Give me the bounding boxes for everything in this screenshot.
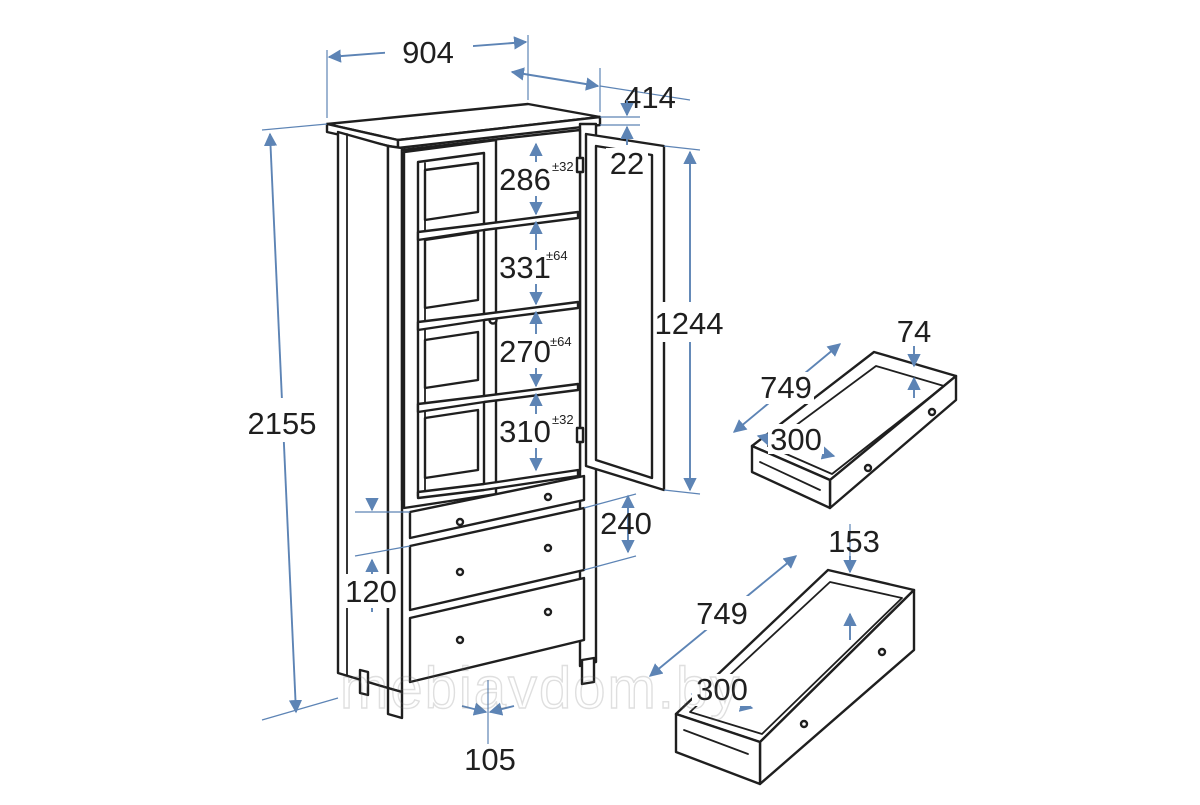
width-label: 904 bbox=[402, 35, 454, 70]
large-drawer-length-bg bbox=[694, 596, 750, 630]
watermark: mebiavdom.by bbox=[340, 656, 741, 721]
door-height-extension-bottom bbox=[663, 489, 701, 495]
small-drawer-knob-2 bbox=[927, 407, 937, 417]
gap-extension-bottom bbox=[354, 545, 411, 557]
gap-label-bg bbox=[346, 574, 396, 608]
shelf-spacing-4-bg bbox=[500, 414, 552, 448]
drawer-bottom bbox=[408, 576, 586, 684]
drawer-front-label: 240 bbox=[600, 506, 652, 541]
width-label-bg bbox=[385, 32, 473, 68]
leg-arrow-left bbox=[488, 702, 515, 716]
drawer-front-extension-bottom bbox=[583, 555, 637, 571]
small-drawer-width-label: 300 bbox=[770, 422, 822, 457]
shelf-spacing-2-value: 331 bbox=[499, 250, 551, 285]
shelf-spacing-3-bg bbox=[500, 334, 552, 368]
large-drawer-runner bbox=[683, 729, 749, 755]
small-drawer: 749 300 74 bbox=[732, 314, 958, 510]
interior-bay-3 bbox=[423, 330, 480, 390]
shelf-spacing-2-tolerance: ±64 bbox=[546, 248, 568, 263]
small-drawer-height-label: 74 bbox=[897, 314, 931, 349]
shelf-spacing-1-tolerance: ±32 bbox=[552, 159, 574, 174]
shelf-bottom bbox=[416, 468, 580, 500]
cabinet-dimensions: 904 414 22 2155 1244 286 ±32 331 ±64 bbox=[240, 32, 724, 777]
large-drawer-knob-2 bbox=[877, 647, 887, 657]
interior-bay-4 bbox=[423, 408, 480, 480]
right-door-glass-pane bbox=[594, 144, 654, 480]
shelf-1 bbox=[416, 210, 580, 242]
large-drawer-width-bg bbox=[692, 674, 750, 706]
shelf-3 bbox=[416, 382, 580, 414]
small-drawer-length-bg bbox=[758, 372, 814, 404]
leg-label: 105 bbox=[464, 742, 516, 777]
large-drawer-knob-1 bbox=[799, 719, 809, 729]
small-drawer-runner bbox=[759, 461, 821, 491]
drawer-bottom-knob-right bbox=[543, 607, 553, 617]
depth-label: 414 bbox=[624, 80, 676, 115]
door-height-label: 1244 bbox=[655, 306, 724, 341]
large-drawer-side bbox=[674, 712, 762, 786]
leg-back-left bbox=[358, 668, 370, 697]
shelf-spacing-3-value: 270 bbox=[499, 334, 551, 369]
door-height-extension-top bbox=[663, 145, 701, 151]
leg-front-left bbox=[386, 686, 404, 720]
large-drawer: 749 300 153 bbox=[648, 524, 916, 786]
large-drawer-height-label: 153 bbox=[828, 524, 880, 559]
shelf-2 bbox=[416, 300, 580, 332]
depth-dimension-line bbox=[510, 67, 600, 91]
small-drawer-knob-1 bbox=[863, 463, 873, 473]
shelf-spacing-3-tolerance: ±64 bbox=[550, 334, 572, 349]
drawer-top-knob-right bbox=[543, 492, 553, 502]
drawer-top bbox=[408, 474, 586, 540]
height-label-bg bbox=[240, 398, 324, 442]
height-label: 2155 bbox=[248, 406, 317, 441]
large-drawer-width-label: 300 bbox=[696, 672, 748, 707]
drawer-middle-knob-right bbox=[543, 543, 553, 553]
small-drawer-width-bg bbox=[768, 424, 824, 454]
interior-bay-1 bbox=[423, 161, 480, 222]
front-left-stile bbox=[386, 144, 404, 694]
door-height-label-bg bbox=[654, 302, 724, 342]
height-extension-top bbox=[261, 123, 328, 131]
small-drawer-length-label: 749 bbox=[760, 370, 812, 405]
drawer-top-knob-left bbox=[455, 517, 465, 527]
drawer-bottom-knob-left bbox=[455, 635, 465, 645]
shelf-spacing-1-value: 286 bbox=[499, 162, 551, 197]
depth-leader bbox=[599, 85, 691, 101]
cabinet bbox=[325, 102, 666, 720]
interior-bay-2 bbox=[423, 230, 480, 310]
shelf-spacing-2-bg bbox=[500, 250, 552, 284]
height-extension-bottom bbox=[261, 697, 339, 721]
gap-label: 120 bbox=[345, 574, 397, 609]
shelf-spacing-4-tolerance: ±32 bbox=[552, 412, 574, 427]
large-drawer-length-label: 749 bbox=[696, 596, 748, 631]
shelf-spacing-1-bg bbox=[500, 162, 552, 196]
leg-arrow-right bbox=[461, 702, 488, 716]
leg-front-right bbox=[580, 656, 596, 686]
top-thickness-label-bg bbox=[606, 148, 648, 178]
top-thickness-label: 22 bbox=[610, 146, 644, 181]
door-hinge-bottom bbox=[575, 426, 585, 444]
door-hinge-top bbox=[575, 156, 585, 174]
drawer-middle-knob-left bbox=[455, 567, 465, 577]
shelf-spacing-4-value: 310 bbox=[499, 414, 551, 449]
